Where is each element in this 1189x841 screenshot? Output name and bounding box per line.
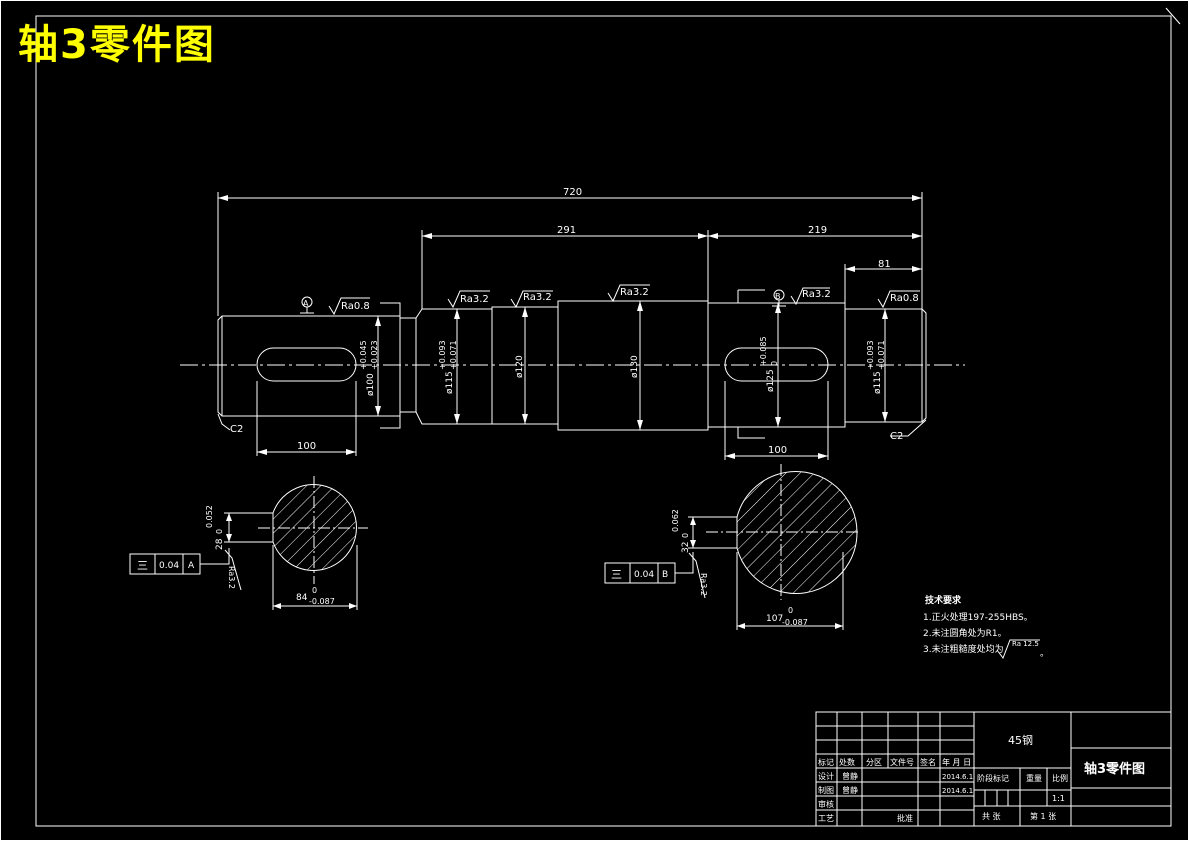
section-left-tol-symbol: 三 bbox=[137, 559, 148, 572]
dim-dia-left-end-tol-upper: +0.045 bbox=[359, 340, 368, 370]
tb-draw-date: 2014.6.1 bbox=[942, 787, 973, 795]
tb-drawing-name: 轴3零件图 bbox=[1084, 761, 1145, 777]
right-keyway bbox=[724, 347, 829, 382]
tb-label-sign: 签名 bbox=[920, 757, 936, 767]
dim-overall-length: 720 bbox=[563, 187, 582, 198]
dim-dia-collar: ø130 bbox=[630, 355, 640, 378]
dim-dia-left-end-tol-lower: +0.023 bbox=[370, 340, 379, 370]
tb-label-doc-no: 文件号 bbox=[890, 757, 914, 767]
section-right-depth-tol-upper: 0 bbox=[788, 606, 793, 615]
dim-dia-bearing-right-tol-lower: +0.071 bbox=[877, 340, 886, 370]
dim-left-keyway: 100 bbox=[297, 441, 316, 452]
inner-border bbox=[35, 15, 1172, 827]
section-left-depth-tol-upper: 0 bbox=[312, 586, 317, 595]
section-left-depth-tol-lower: -0.087 bbox=[309, 597, 335, 606]
roughness-collar: Ra3.2 bbox=[620, 287, 649, 298]
dim-dia-gear-seat-tol-upper: +0.085 bbox=[759, 336, 768, 366]
tech-req-end-mark: 。 bbox=[1040, 649, 1049, 659]
section-right-tol-value: 0.04 bbox=[634, 570, 654, 580]
tb-sheets-total: 共 张 bbox=[982, 812, 1001, 821]
tech-req-heading: 技术要求 bbox=[925, 594, 962, 606]
dim-dia-bearing-left-tol-upper: +0.093 bbox=[438, 340, 447, 370]
roughness-symbol-shoulder bbox=[510, 290, 553, 309]
section-right-key-tol-lower: 0 bbox=[681, 533, 690, 538]
tb-label-zone: 分区 bbox=[866, 758, 882, 767]
section-right-key-width: 32 bbox=[681, 542, 691, 553]
title-block bbox=[815, 711, 1172, 827]
tb-designer: 曾静 bbox=[842, 771, 858, 781]
dim-right-keyway: 100 bbox=[768, 445, 787, 456]
section-right-roughness: Ra3.2 bbox=[699, 573, 708, 596]
section-left-roughness: Ra3.2 bbox=[227, 566, 236, 589]
dim-right-end-length: 81 bbox=[878, 259, 891, 270]
roughness-bearing-right: Ra0.8 bbox=[890, 293, 919, 304]
section-right-depth: 107 bbox=[766, 614, 783, 624]
tb-material: 45钢 bbox=[1008, 734, 1033, 747]
tb-label-mark: 标记 bbox=[818, 757, 834, 767]
tb-label-design: 设计 bbox=[818, 771, 834, 781]
tb-label-weight: 重量 bbox=[1026, 773, 1042, 783]
section-right-tol-symbol: 三 bbox=[611, 568, 622, 581]
tb-label-scale: 比例 bbox=[1052, 773, 1068, 783]
dim-dia-gear-seat-tol-lower: 0 bbox=[770, 361, 779, 366]
section-left-key-width: 28 bbox=[215, 538, 225, 550]
section-right-tol-datum: B bbox=[662, 570, 668, 580]
dim-right-length: 219 bbox=[808, 225, 827, 236]
dim-chamfer-right: C2 bbox=[890, 431, 903, 442]
section-right bbox=[604, 464, 860, 630]
tb-label-date: 年 月 日 bbox=[942, 757, 971, 767]
datum-b-label: B bbox=[775, 292, 781, 301]
dim-dia-bearing-left-tol-lower: +0.071 bbox=[449, 340, 458, 370]
roughness-symbol-collar bbox=[607, 284, 650, 303]
tb-label-count: 处数 bbox=[839, 757, 855, 767]
roughness-shoulder: Ra3.2 bbox=[523, 292, 552, 303]
drawing-title: 轴3零件图 bbox=[18, 22, 216, 68]
dim-dia-bearing-right: ø115 bbox=[873, 371, 883, 394]
tb-label-process: 工艺 bbox=[818, 814, 834, 823]
dimension-arrows bbox=[218, 195, 922, 459]
dim-dia-bearing-right-tol-upper: +0.093 bbox=[866, 340, 875, 370]
dim-middle-length: 291 bbox=[557, 225, 576, 236]
tb-scale: 1:1 bbox=[1052, 794, 1065, 803]
tech-req-item-2: 2.未注圆角处为R1。 bbox=[923, 627, 1007, 639]
tb-drafter: 曾静 bbox=[842, 785, 858, 795]
tb-label-review: 审核 bbox=[818, 799, 834, 809]
dim-chamfer-left: C2 bbox=[230, 424, 243, 435]
tech-req-roughness: Ra 12.5 bbox=[1012, 640, 1039, 648]
shaft-main-view bbox=[180, 192, 965, 460]
tech-req-item-1: 1.正火处理197-255HBS。 bbox=[923, 611, 1033, 623]
roughness-symbol-gear-seat bbox=[790, 287, 830, 306]
roughness-symbol-left-end bbox=[328, 297, 370, 316]
tech-req-roughness-symbol bbox=[996, 639, 1040, 660]
roughness-gear-seat: Ra3.2 bbox=[802, 289, 831, 300]
tb-design-date: 2014.6.1 bbox=[942, 773, 973, 781]
roughness-bearing-left: Ra3.2 bbox=[460, 294, 489, 305]
border-tick bbox=[1165, 7, 1181, 25]
section-left-depth: 84 bbox=[296, 593, 308, 603]
roughness-symbol-bearing-left bbox=[447, 290, 490, 309]
section-left bbox=[129, 476, 368, 610]
dim-dia-gear-seat: ø125 bbox=[766, 369, 776, 392]
section-right-depth-tol-lower: -0.087 bbox=[782, 618, 808, 627]
tb-label-drawing: 制图 bbox=[818, 785, 834, 795]
section-left-key-tol-upper: 0.052 bbox=[205, 505, 214, 528]
datum-a-label: A bbox=[303, 299, 309, 308]
section-left-key-tol-lower: 0 bbox=[215, 529, 224, 534]
tech-req-item-3: 3.未注粗糙度处均为 bbox=[923, 643, 1004, 655]
tb-label-stage: 阶段标记 bbox=[977, 773, 1009, 783]
dim-dia-bearing-left: ø115 bbox=[445, 371, 455, 394]
dim-dia-left-end: ø100 bbox=[366, 373, 376, 396]
left-keyway bbox=[256, 347, 357, 382]
roughness-left-end: Ra0.8 bbox=[341, 301, 370, 312]
section-left-tol-value: 0.04 bbox=[159, 561, 179, 571]
section-right-key-tol-upper: 0.062 bbox=[671, 509, 680, 532]
tb-label-approve: 批准 bbox=[897, 813, 913, 823]
dim-dia-shoulder: ø120 bbox=[515, 355, 525, 378]
tb-sheet-no: 第 1 张 bbox=[1030, 811, 1056, 821]
roughness-symbol-bearing-right bbox=[877, 290, 920, 309]
section-left-tol-datum: A bbox=[188, 561, 195, 571]
